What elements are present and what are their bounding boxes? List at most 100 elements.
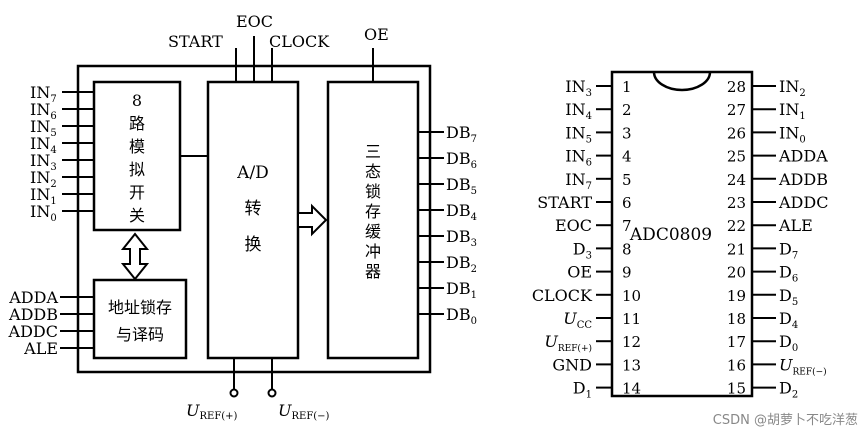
chip-pin-number-left: 8 bbox=[622, 240, 632, 258]
chip-pin-label-right: UREF(−) bbox=[779, 355, 827, 377]
chip-pin-number-left: 13 bbox=[622, 356, 641, 374]
mux-line-5: 关 bbox=[129, 206, 145, 225]
ref-minus-label: UREF(−) bbox=[278, 401, 330, 422]
ref-plus-label: UREF(+) bbox=[186, 401, 238, 422]
chip-pin-number-right: 24 bbox=[727, 171, 746, 189]
data-output-label: DB3 bbox=[446, 227, 477, 249]
chip-pin-number-right: 23 bbox=[727, 194, 746, 212]
data-output-label: DB2 bbox=[446, 253, 477, 275]
analog-input-label: IN7 bbox=[30, 83, 57, 105]
mux-line-4: 开 bbox=[129, 183, 145, 202]
chip-pin-number-left: 5 bbox=[622, 171, 632, 189]
chip-pin-number-right: 18 bbox=[727, 310, 746, 328]
mux-line-3: 拟 bbox=[129, 160, 145, 179]
chip-pin-label-right: ADDB bbox=[778, 170, 828, 189]
chip-pin-label-left: CLOCK bbox=[532, 286, 593, 305]
converter-line-1: 转 bbox=[245, 199, 262, 219]
chip-pin-label-right: ADDA bbox=[778, 147, 828, 166]
chip-left-pins: 1IN32IN43IN54IN65IN76START7EOC8D39OE10CL… bbox=[532, 77, 641, 401]
chip-pin-number-left: 12 bbox=[622, 333, 641, 351]
eoc-label: EOC bbox=[236, 12, 273, 31]
chip-name: ADC0809 bbox=[629, 225, 712, 245]
mux-line-2: 模 bbox=[129, 137, 145, 156]
ref-minus-terminal bbox=[267, 388, 277, 398]
data-output-label: DB4 bbox=[446, 201, 477, 223]
start-label: START bbox=[168, 32, 223, 51]
chip-pin-label-right: ALE bbox=[778, 216, 813, 235]
chip-pin-number-right: 17 bbox=[727, 333, 746, 351]
analog-input-label: IN2 bbox=[30, 168, 57, 190]
chip-pin-number-left: 3 bbox=[622, 124, 632, 142]
chip-pin-label-right: D7 bbox=[779, 239, 798, 261]
chip-pin-number-left: 7 bbox=[622, 217, 632, 235]
chip-right-pins: 28 IN2 27 IN1 26 IN0 25 ADDA 24 ADDB 23 ADDC 22 ALE 21… bbox=[727, 77, 829, 401]
buffer-line-5: 冲 bbox=[365, 242, 381, 261]
chip-pin-number-right: 20 bbox=[727, 264, 746, 282]
converter-line-0: A/D bbox=[236, 163, 269, 183]
chip-pin-number-right: 19 bbox=[727, 287, 746, 305]
chip-pin-number-right: 22 bbox=[727, 217, 746, 235]
decoder-line-1: 与译码 bbox=[116, 325, 164, 344]
analog-input-label: IN6 bbox=[30, 100, 57, 122]
block-diagram: 8 路 模 拟 开 关 地址锁存 与译码 A/D 转 换 三 态 锁 存 缓 bbox=[8, 12, 477, 422]
buffer-line-4: 缓 bbox=[365, 222, 381, 241]
chip-pin-number-left: 4 bbox=[622, 148, 632, 166]
clock-label: CLOCK bbox=[269, 32, 330, 51]
chip-notch bbox=[652, 71, 712, 92]
data-output-label: DB6 bbox=[446, 149, 477, 171]
chip-pin-number-right: 27 bbox=[727, 101, 746, 119]
analog-input-label: IN4 bbox=[30, 134, 57, 156]
oe-label: OE bbox=[364, 25, 389, 44]
buffer-label: 三 态 锁 存 缓 冲 器 bbox=[365, 142, 381, 281]
chip-pin-number-left: 6 bbox=[622, 194, 632, 212]
chip-pin-label-right: D0 bbox=[779, 332, 798, 354]
buffer-line-6: 器 bbox=[365, 262, 381, 281]
chip-pin-label-left: D1 bbox=[573, 379, 592, 401]
analog-input-label: IN0 bbox=[30, 202, 57, 224]
chip-pin-number-right: 25 bbox=[727, 148, 746, 166]
data-output-label: DB5 bbox=[446, 175, 477, 197]
chip-pin-label-right: IN2 bbox=[779, 77, 806, 99]
chip-pin-label-right: ADDC bbox=[778, 193, 828, 212]
chip-pin-label-right: D6 bbox=[779, 263, 798, 285]
buffer-line-2: 锁 bbox=[365, 182, 381, 201]
chip-pin-label-left: IN3 bbox=[565, 77, 592, 99]
chip-body bbox=[610, 70, 754, 398]
chip-pin-number-left: 1 bbox=[622, 78, 632, 96]
chip-pin-label-left: IN7 bbox=[565, 170, 592, 192]
chip-pin-number-left: 2 bbox=[622, 101, 632, 119]
chip-pin-label-right: IN1 bbox=[779, 100, 806, 122]
mux-decoder-double-arrow bbox=[120, 232, 150, 281]
chip-pin-label-right: D4 bbox=[779, 309, 798, 331]
chip-pin-label-left: START bbox=[537, 193, 592, 212]
chip-pin-number-right: 28 bbox=[727, 78, 746, 96]
chip-pin-label-left: UCC bbox=[563, 309, 592, 331]
decoder-line-0: 地址锁存 bbox=[108, 298, 172, 317]
chip-pin-label-right: D5 bbox=[779, 286, 798, 308]
data-output-label: DB1 bbox=[446, 279, 477, 301]
chip-pin-label-left: IN4 bbox=[565, 100, 592, 122]
mux-line-0: 8 bbox=[132, 91, 142, 110]
chip-pin-number-right: 21 bbox=[727, 240, 746, 258]
chip-pin-number-left: 14 bbox=[622, 380, 641, 398]
chip-pin-number-left: 10 bbox=[622, 287, 641, 305]
chip-pin-label-right: D2 bbox=[779, 379, 798, 401]
chip-pin-number-right: 15 bbox=[727, 380, 746, 398]
address-input-label: ADDC bbox=[8, 322, 58, 341]
chip-pin-number-right: 26 bbox=[727, 124, 746, 142]
mux-line-1: 路 bbox=[129, 114, 145, 133]
ref-plus-terminal bbox=[229, 388, 239, 398]
mux-label: 8 路 模 拟 开 关 bbox=[129, 91, 145, 225]
chip-pin-label-left: IN5 bbox=[565, 123, 592, 145]
address-input-label: ADDA bbox=[8, 288, 58, 307]
buffer-line-3: 存 bbox=[365, 202, 381, 221]
chip-pin-label-left: OE bbox=[567, 263, 592, 282]
chip-pin-label-left: GND bbox=[552, 355, 592, 374]
analog-input-label: IN3 bbox=[30, 151, 57, 173]
address-input-label: ADDB bbox=[8, 305, 58, 324]
converter-to-buffer-arrow bbox=[297, 203, 328, 237]
chip-pin-label-right: IN0 bbox=[779, 123, 806, 145]
